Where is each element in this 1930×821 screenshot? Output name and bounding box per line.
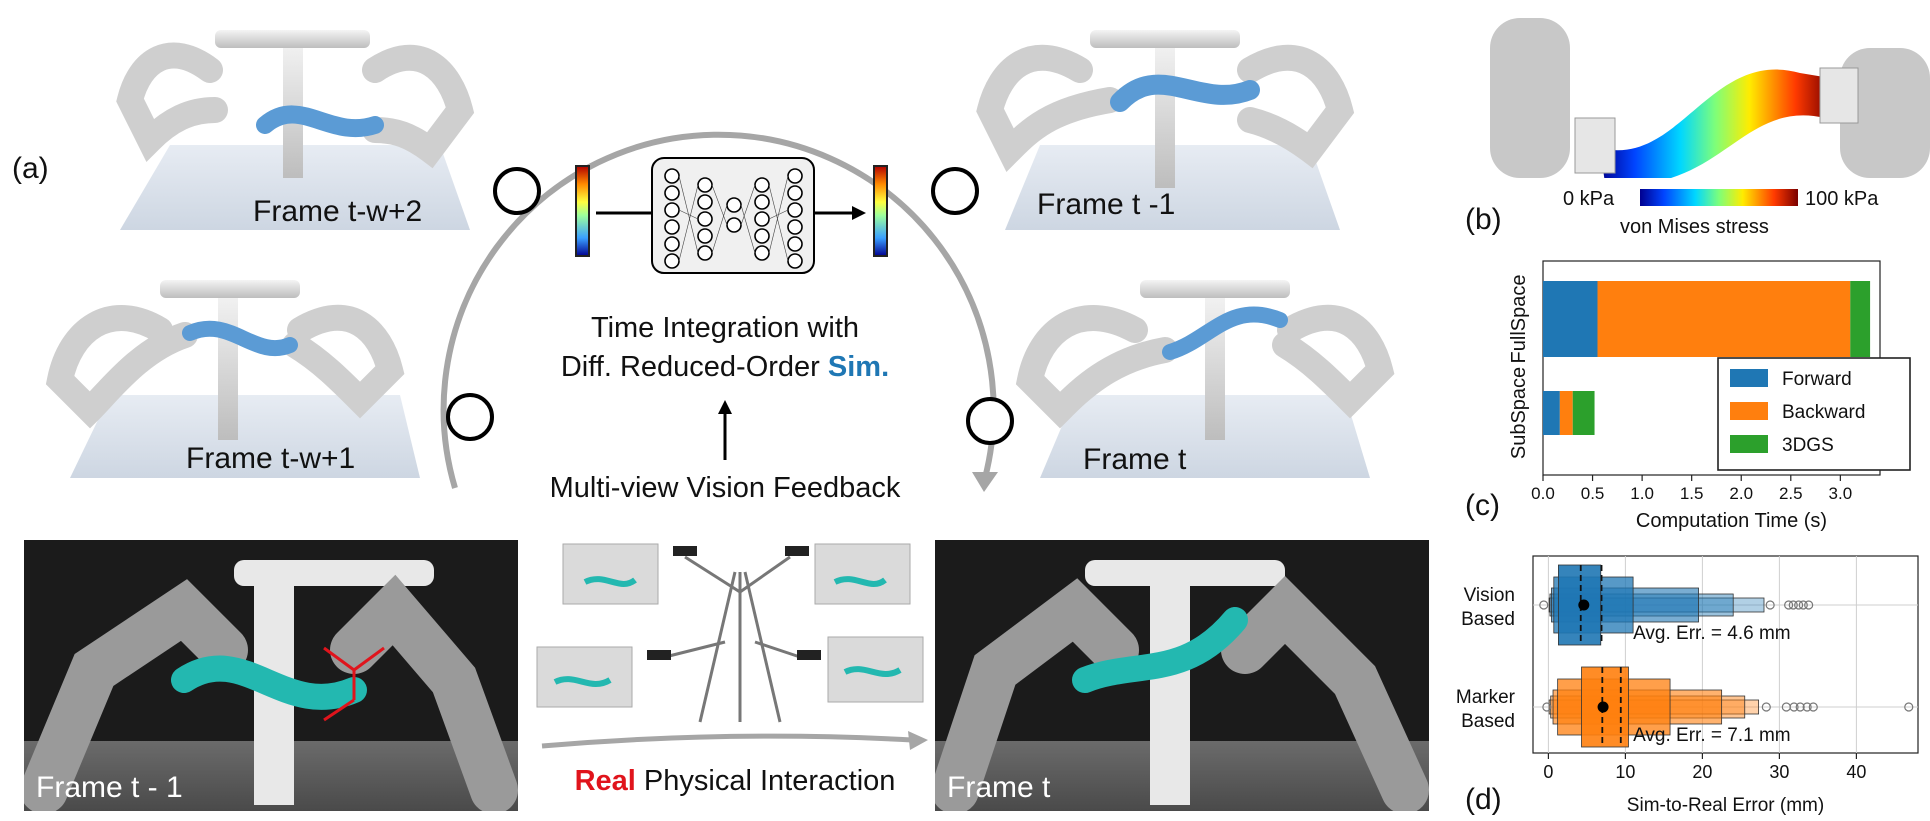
sim-scene-top-right [976, 30, 1355, 230]
sim-scenes-illustration [45, 30, 1395, 492]
chart-c-legend-label-3dgs: 3DGS [1782, 435, 1834, 456]
time-integration-title: Time Integration with Diff. Reduced-Orde… [530, 312, 920, 384]
network-neurons [664, 168, 803, 269]
real-interaction-arrow [541, 731, 928, 750]
chart-d-tick-label: 20 [1692, 762, 1712, 782]
frame-label-sim-t-w2: Frame t-w+2 [253, 195, 423, 228]
chart-c-bar-fullspace-backward [1597, 281, 1851, 357]
chart-c-bar-subspace-3dgs [1572, 391, 1595, 435]
panel-label-c: (c) [1465, 489, 1500, 522]
arc-node-bottom-left [446, 393, 494, 441]
time-arc [440, 131, 997, 489]
frame-label-real-t: Frame t [947, 771, 1051, 804]
chart-d-category-line1: Vision [1464, 585, 1515, 606]
stress-colorbar [1640, 189, 1798, 206]
chart-c-category-subspace: SubSpace [1508, 367, 1530, 459]
panel-label-b: (b) [1465, 203, 1502, 236]
chart-c-bar-subspace-forward [1543, 391, 1560, 435]
chart-d-outlier [1798, 600, 1808, 610]
sim-scene-mid-left [45, 280, 420, 478]
real-interaction-label: Real Physical Interaction [540, 765, 930, 798]
time-integration-line2-prefix: Diff. Reduced-Order [560, 351, 828, 383]
chart-c-tick-label: 0.0 [1531, 484, 1555, 503]
panel-label-d: (d) [1465, 783, 1502, 816]
stress-max-label: 100 kPa [1805, 188, 1879, 210]
time-arc-arrowhead [972, 472, 998, 492]
panel-label-a: (a) [12, 152, 49, 185]
chart-c-xlabel: Computation Time (s) [1636, 510, 1827, 532]
sim-scene-mid-right [1015, 280, 1395, 478]
chart-c-bar-fullspace-3dgs [1850, 281, 1871, 357]
chart-c-bar-subspace-backward [1559, 391, 1573, 435]
stress-caption: von Mises stress [1620, 216, 1769, 238]
frame-label-sim-t: Frame t [1083, 443, 1187, 476]
chart-d-outlier [1802, 702, 1812, 712]
input-colorbar [575, 165, 590, 257]
chart-d-outlier [1789, 702, 1799, 712]
frame-label-sim-t-1: Frame t -1 [1037, 188, 1176, 221]
chart-d-category-line2: Based [1461, 711, 1515, 732]
time-integration-line1: Time Integration with [590, 312, 860, 344]
chart-c-legend-swatch-forward [1730, 369, 1768, 387]
chart-c-tick-label: 2.5 [1779, 484, 1803, 503]
chart-d-outlier [1765, 600, 1775, 610]
camera-rig-montage [536, 543, 924, 723]
frame-label-real-t-1: Frame t - 1 [36, 771, 183, 804]
real-interaction-suffix: Physical Interaction [635, 765, 896, 797]
chart-d-outlier [1795, 702, 1805, 712]
chart-d-outlier [1904, 702, 1914, 712]
chart-d-annotation: Avg. Err. = 7.1 mm [1633, 725, 1791, 746]
time-integration-line2: Diff. Reduced-Order Sim. [530, 351, 920, 384]
chart-d-outlier [1539, 600, 1549, 610]
chart-d-mean-point [1597, 701, 1609, 713]
chart-d-outlier [1808, 702, 1818, 712]
chart-c-legend-label-backward: Backward [1782, 402, 1865, 423]
network-connections [678, 175, 789, 262]
chart-c-tick-label: 2.0 [1729, 484, 1753, 503]
chart-d-annotation: Avg. Err. = 4.6 mm [1633, 623, 1791, 644]
chart-c-legend-swatch-3dgs [1730, 435, 1768, 453]
chart-d-outlier [1784, 600, 1794, 610]
chart-c-legend-label-forward: Forward [1782, 369, 1852, 390]
sim-scene-top-left [116, 30, 475, 230]
chart-c-legend-swatch-backward [1730, 402, 1768, 420]
output-colorbar [873, 165, 888, 257]
arc-node-top-left [493, 167, 541, 215]
chart-d-tick-label: 40 [1846, 762, 1866, 782]
chart-c-tick-label: 1.0 [1630, 484, 1654, 503]
arc-node-bottom-right [966, 397, 1014, 445]
chart-c-tick-label: 1.5 [1680, 484, 1704, 503]
chart-c-tick-label: 3.0 [1829, 484, 1853, 503]
real-photo-frame-t: Frame t [935, 540, 1429, 811]
chart-d-outlier [1794, 600, 1804, 610]
chart-d-mean-point [1578, 599, 1590, 611]
real-photo-frame-t-1: Frame t - 1 [24, 540, 518, 811]
sim-to-real-error-chart: 0 10 20 30 40 Avg. Err. = 4.6 mm VisionBasedAv… [1456, 555, 1919, 816]
chart-d-tick-label: 30 [1769, 762, 1789, 782]
chart-d-outlier [1788, 600, 1798, 610]
chart-d-tick-label: 10 [1615, 762, 1635, 782]
chart-d-outlier [1542, 702, 1552, 712]
frame-label-sim-t-w1: Frame t-w+1 [186, 442, 356, 475]
network-diagram [651, 157, 815, 274]
vision-feedback-label: Multi-view Vision Feedback [549, 472, 901, 504]
chart-d-outlier [1804, 600, 1814, 610]
stress-min-label: 0 kPa [1563, 188, 1615, 210]
arc-node-top-right [931, 167, 979, 215]
chart-d-category-line2: Based [1461, 609, 1515, 630]
chart-c-category-fullspace: FullSpace [1508, 275, 1530, 364]
chart-c-tick-label: 0.5 [1581, 484, 1605, 503]
real-emphasis: Real [574, 765, 636, 797]
stress-visualization [1490, 18, 1930, 178]
chart-d-xlabel: Sim-to-Real Error (mm) [1627, 795, 1824, 816]
sim-emphasis: Sim. [827, 351, 890, 383]
chart-d-outlier [1761, 702, 1771, 712]
chart-d-category-line1: Marker [1456, 687, 1516, 708]
chart-d-tick-label: 0 [1543, 762, 1553, 782]
chart-c-bar-fullspace-forward [1543, 281, 1598, 357]
